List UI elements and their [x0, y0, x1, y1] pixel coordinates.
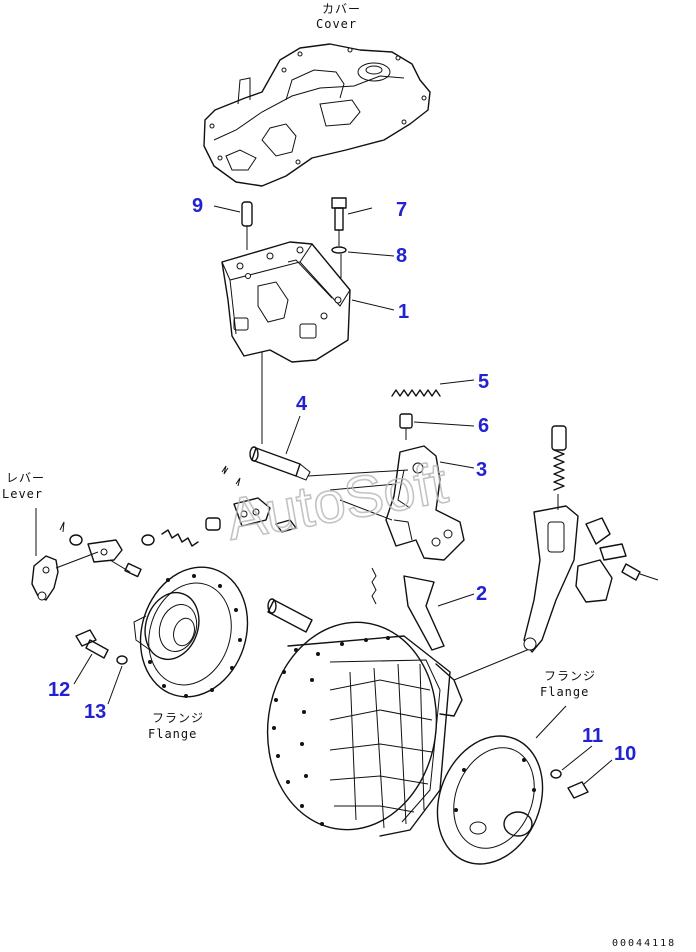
- flange-left-label-jp: フランジ: [152, 711, 204, 725]
- callout-12: 12: [48, 679, 70, 701]
- flange-right-label-en: Flange: [540, 685, 589, 699]
- callout-4: 4: [296, 393, 308, 415]
- operating-lever-part: [385, 445, 465, 561]
- callout-10: 10: [614, 743, 636, 765]
- stopper-block-part: [575, 517, 659, 603]
- callout-2: 2: [476, 583, 487, 605]
- return-spring-part: [391, 389, 441, 397]
- flange-bolt-part: [75, 629, 128, 665]
- callout-6: 6: [478, 415, 489, 437]
- lever-label-en: Lever: [2, 487, 43, 501]
- adjusting-rod-part: [523, 425, 579, 653]
- cover-part: [203, 43, 431, 187]
- callout-1: 1: [398, 301, 409, 323]
- linkage-bracket-part: [221, 465, 297, 533]
- pin-part: [267, 567, 377, 633]
- callout-13: 13: [84, 701, 106, 723]
- cover-label-en: Cover: [316, 17, 357, 31]
- flange-left-label-en: Flange: [148, 727, 197, 741]
- callout-5: 5: [478, 371, 489, 393]
- brake-band-drum-part: [266, 575, 463, 837]
- watermark-text: AutoSoft: [222, 450, 452, 553]
- lever-label-jp: レバー: [6, 471, 45, 485]
- flange-right-label-jp: フランジ: [544, 669, 596, 683]
- dowel-pin-part: [241, 201, 253, 250]
- callout-7: 7: [396, 199, 407, 221]
- callout-8: 8: [396, 245, 407, 267]
- cover-label-jp: カバー: [322, 2, 361, 16]
- valve-body-part: [221, 241, 351, 363]
- callout-3: 3: [476, 459, 487, 481]
- callout-11: 11: [582, 725, 603, 747]
- lever-part: [31, 517, 221, 601]
- cover-bolt-part: [550, 769, 589, 799]
- shaft-part: [249, 446, 409, 481]
- callout-9: 9: [192, 195, 203, 217]
- clip-part: [399, 413, 413, 440]
- right-flange-part: [436, 735, 544, 865]
- left-flange-part: [133, 566, 249, 698]
- figure-code: 00044118: [612, 938, 676, 949]
- bolt-part: [331, 197, 347, 278]
